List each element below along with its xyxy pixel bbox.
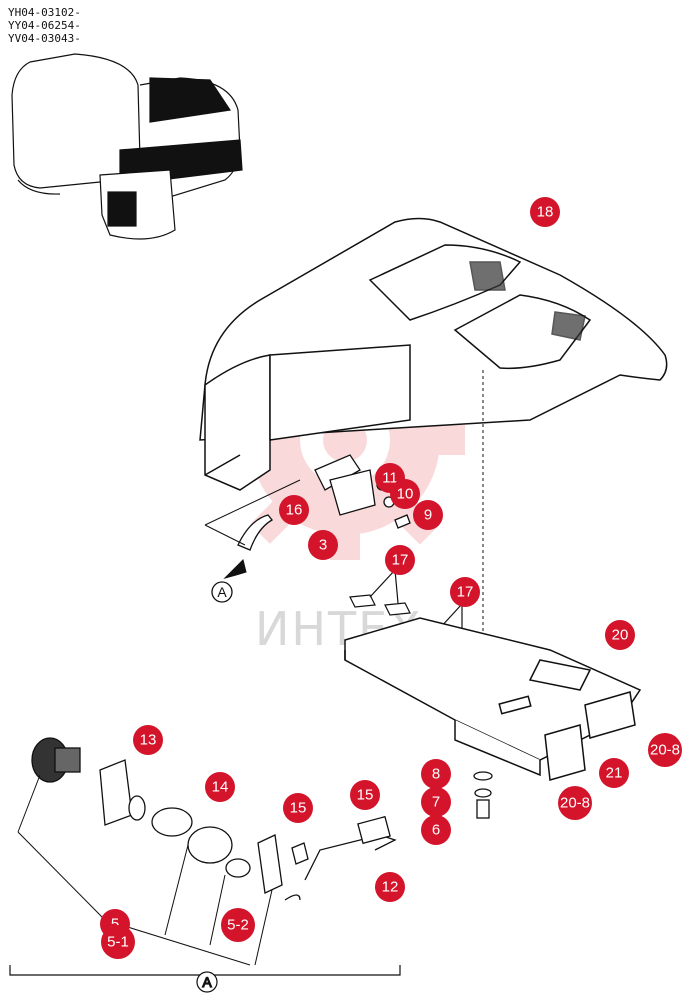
callout-marker xyxy=(133,725,163,755)
callout-marker xyxy=(421,787,451,817)
callout-label: 12 xyxy=(382,879,399,896)
callout-10: 10 xyxy=(390,479,420,509)
callout-label: 10 xyxy=(397,486,414,503)
callout-label: 15 xyxy=(357,787,374,804)
callout-marker xyxy=(605,620,635,650)
floor-plate xyxy=(344,617,642,781)
callout-label: 13 xyxy=(140,732,157,749)
callout-label: 6 xyxy=(432,822,440,839)
callout-21: 21 xyxy=(599,758,629,788)
callout-13: 13 xyxy=(133,725,163,755)
callout-label: 20-8 xyxy=(560,795,590,812)
callout-marker xyxy=(413,500,443,530)
callout-5-1: 5-1 xyxy=(101,925,135,959)
view-reference-marker: A xyxy=(211,581,233,603)
view-direction-arrow-icon xyxy=(223,559,247,579)
callout-label: 20-8 xyxy=(650,742,680,759)
callout-label: 21 xyxy=(606,765,623,782)
callout-20-8: 20-8 xyxy=(648,733,682,767)
callout-label: 8 xyxy=(432,766,440,783)
callout-marker xyxy=(101,925,135,959)
callout-label: 5-1 xyxy=(107,934,129,951)
callout-label: 5 xyxy=(111,916,119,933)
callout-marker xyxy=(558,786,592,820)
callout-8: 8 xyxy=(421,759,451,789)
callout-label: 5-2 xyxy=(227,917,249,934)
callout-9: 9 xyxy=(413,500,443,530)
machine-overview-thumbnail xyxy=(11,53,243,240)
view-reference-label: A xyxy=(202,974,212,990)
fasteners xyxy=(473,771,493,819)
callout-marker xyxy=(530,197,560,227)
callout-marker xyxy=(279,495,309,525)
view-bracket: A xyxy=(9,965,401,993)
callout-label: 11 xyxy=(382,470,398,487)
callout-16: 16 xyxy=(279,495,309,525)
callout-20-8: 20-8 xyxy=(558,786,592,820)
callout-marker xyxy=(283,793,313,823)
callout-marker xyxy=(375,872,405,902)
callout-marker xyxy=(421,815,451,845)
callout-marker xyxy=(421,759,451,789)
callout-marker xyxy=(450,577,480,607)
callout-6: 6 xyxy=(421,815,451,845)
callout-20: 20 xyxy=(605,620,635,650)
callout-label: 17 xyxy=(392,552,409,569)
callout-7: 7 xyxy=(421,787,451,817)
callout-label: 7 xyxy=(432,794,440,811)
callout-label: 3 xyxy=(319,537,327,554)
latch-assembly xyxy=(204,454,411,551)
callout-marker xyxy=(350,780,380,810)
serial-number-ranges: YH04-03102- YY04-06254- YV04-03043- xyxy=(8,6,81,45)
callout-18: 18 xyxy=(530,197,560,227)
callout-label: 16 xyxy=(286,502,303,519)
callout-15: 15 xyxy=(350,780,380,810)
callout-12: 12 xyxy=(375,872,405,902)
serial-range: YH04-03102- xyxy=(8,6,81,19)
callout-marker xyxy=(648,733,682,767)
callout-17: 17 xyxy=(450,577,480,607)
callout-label: 17 xyxy=(457,584,474,601)
callout-17: 17 xyxy=(385,545,415,575)
lock-cylinder-assembly xyxy=(17,737,397,966)
callout-label: 20 xyxy=(612,627,629,644)
callout-marker xyxy=(205,772,235,802)
serial-range: YY04-06254- xyxy=(8,19,81,32)
serial-range: YV04-03043- xyxy=(8,32,81,45)
callout-marker xyxy=(308,530,338,560)
callout-label: 14 xyxy=(212,779,229,796)
callout-marker xyxy=(599,758,629,788)
callout-5-2: 5-2 xyxy=(221,908,255,942)
callout-3: 3 xyxy=(308,530,338,560)
callout-label: 15 xyxy=(290,800,307,817)
callout-marker xyxy=(221,908,255,942)
callout-marker xyxy=(385,545,415,575)
callout-14: 14 xyxy=(205,772,235,802)
canopy-roof xyxy=(199,217,668,710)
callout-label: 18 xyxy=(537,204,554,221)
callout-15: 15 xyxy=(283,793,313,823)
callout-marker xyxy=(390,479,420,509)
view-reference-label: A xyxy=(217,584,227,600)
callout-label: 9 xyxy=(424,507,432,524)
